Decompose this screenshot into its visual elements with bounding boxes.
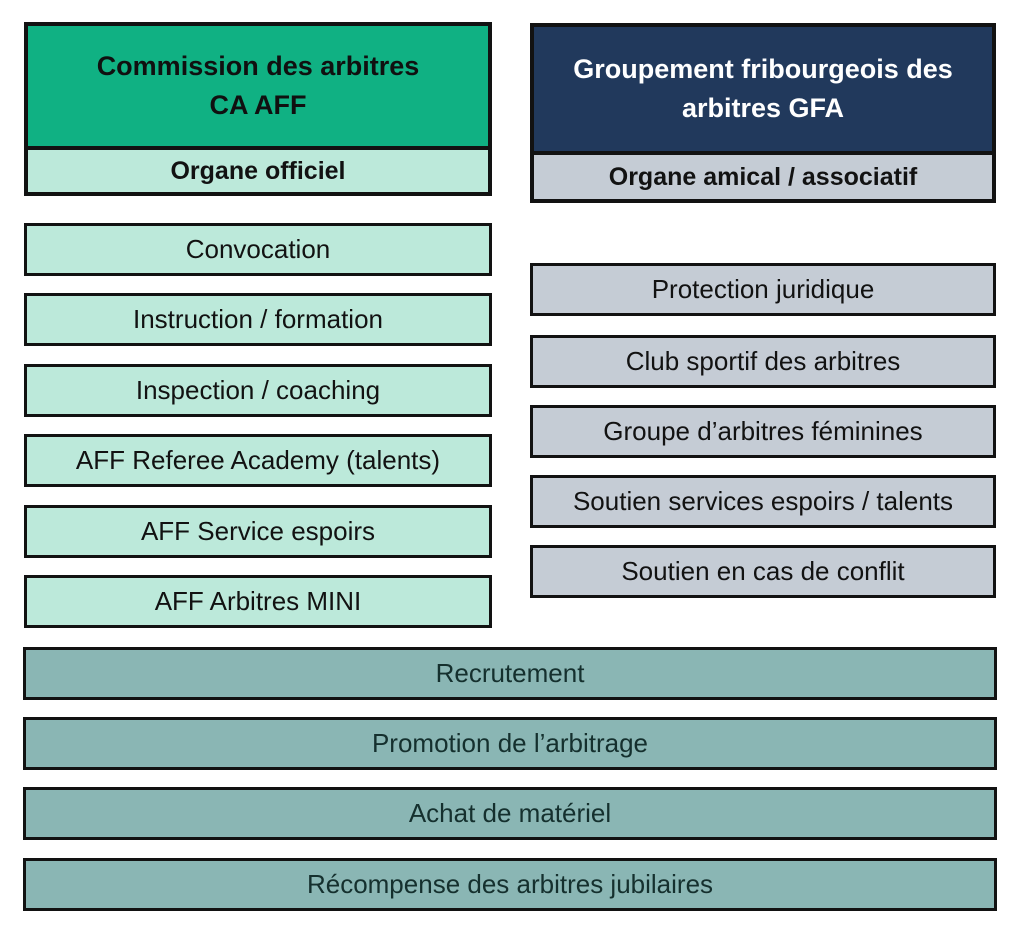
gfa-item: Soutien en cas de conflit [530, 545, 996, 598]
ca-aff-item: Convocation [24, 223, 492, 276]
gfa-subtitle: Organe amical / associatif [530, 151, 996, 203]
shared-item: Achat de matériel [23, 787, 997, 840]
ca-aff-header: Commission des arbitres CA AFF Organe of… [24, 22, 492, 196]
gfa-item: Soutien services espoirs / talents [530, 475, 996, 528]
ca-aff-item: Inspection / coaching [24, 364, 492, 417]
gfa-item: Protection juridique [530, 263, 996, 316]
shared-item: Récompense des arbitres jubilaires [23, 858, 997, 911]
ca-aff-title: Commission des arbitres CA AFF [24, 22, 492, 150]
ca-aff-item: Instruction / formation [24, 293, 492, 346]
ca-aff-item: AFF Service espoirs [24, 505, 492, 558]
gfa-item: Club sportif des arbitres [530, 335, 996, 388]
shared-item: Promotion de l’arbitrage [23, 717, 997, 770]
gfa-header: Groupement fribourgeois des arbitres GFA… [530, 23, 996, 203]
ca-aff-item: AFF Referee Academy (talents) [24, 434, 492, 487]
ca-aff-subtitle: Organe officiel [24, 146, 492, 196]
ca-aff-item: AFF Arbitres MINI [24, 575, 492, 628]
gfa-title: Groupement fribourgeois des arbitres GFA [530, 23, 996, 155]
shared-item: Recrutement [23, 647, 997, 700]
gfa-item: Groupe d’arbitres féminines [530, 405, 996, 458]
